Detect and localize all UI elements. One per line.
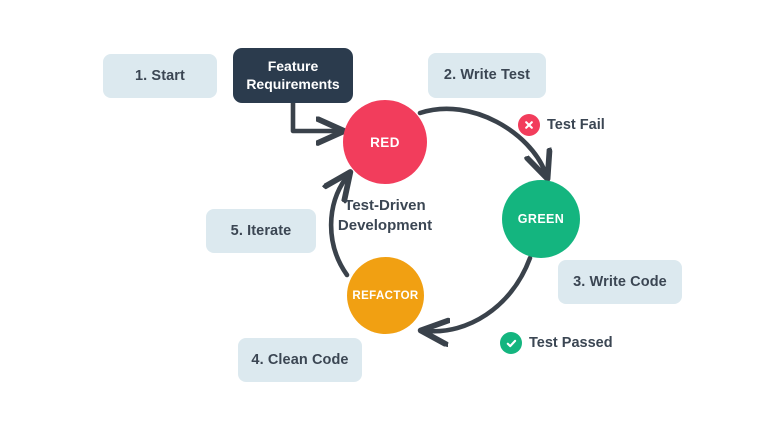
feature-requirements-box[interactable]: Feature Requirements bbox=[233, 48, 353, 103]
step-chip-start[interactable]: 1. Start bbox=[103, 54, 217, 98]
step-chip-clean-code[interactable]: 4. Clean Code bbox=[238, 338, 362, 382]
feature-requirements-label: Feature Requirements bbox=[246, 58, 340, 92]
step-chip-write-test[interactable]: 2. Write Test bbox=[428, 53, 546, 98]
step-chip-write-code[interactable]: 3. Write Code bbox=[558, 260, 682, 304]
cycle-node-green[interactable]: GREEN bbox=[502, 180, 580, 258]
status-test-fail: Test Fail bbox=[518, 114, 605, 136]
step-chip-iterate-label: 5. Iterate bbox=[230, 222, 292, 239]
step-chip-write-code-label: 3. Write Code bbox=[573, 273, 667, 290]
status-test-passed: Test Passed bbox=[500, 332, 613, 354]
cycle-node-refactor-label: REFACTOR bbox=[352, 289, 419, 302]
status-test-fail-label: Test Fail bbox=[547, 117, 605, 133]
check-circle-icon bbox=[500, 332, 522, 354]
step-chip-write-test-label: 2. Write Test bbox=[443, 67, 531, 84]
cycle-node-refactor[interactable]: REFACTOR bbox=[347, 257, 424, 334]
step-chip-clean-code-label: 4. Clean Code bbox=[251, 351, 349, 368]
step-chip-iterate[interactable]: 5. Iterate bbox=[206, 209, 316, 253]
page-title: Test-Driven Development bbox=[337, 197, 433, 235]
step-chip-start-label: 1. Start bbox=[135, 67, 185, 84]
arrow-requirements-to-red bbox=[290, 100, 337, 131]
cycle-node-red[interactable]: RED bbox=[343, 100, 427, 184]
cycle-node-green-label: GREEN bbox=[517, 212, 565, 226]
status-test-passed-label: Test Passed bbox=[529, 335, 613, 351]
arrow-green-to-refactor bbox=[428, 255, 533, 331]
x-circle-icon bbox=[518, 114, 540, 136]
cycle-node-red-label: RED bbox=[370, 134, 400, 150]
